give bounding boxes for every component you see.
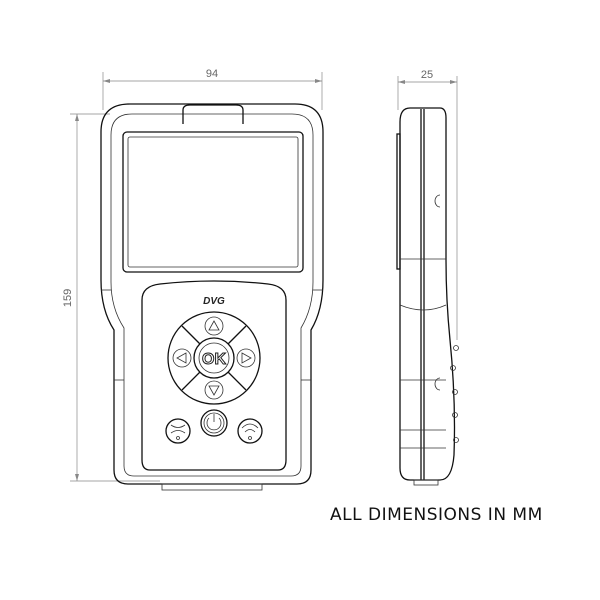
screen bbox=[122, 131, 304, 273]
depth-dimension: 25 bbox=[397, 69, 458, 340]
down-button bbox=[204, 380, 224, 400]
power-button[interactable] bbox=[200, 409, 228, 437]
height-value: 159 bbox=[62, 289, 74, 307]
height-dimension: 159 bbox=[62, 113, 160, 482]
power-icon bbox=[206, 417, 222, 431]
width-value: 94 bbox=[206, 68, 218, 80]
right-arrow-icon bbox=[241, 352, 252, 364]
keypad-panel bbox=[141, 280, 287, 471]
wifi-button[interactable] bbox=[237, 418, 263, 444]
left-button bbox=[172, 348, 192, 368]
logo: DVG bbox=[203, 296, 225, 307]
down-arrow-icon bbox=[208, 385, 220, 396]
wifi-icon bbox=[241, 423, 259, 433]
up-button bbox=[204, 316, 224, 336]
left-soft-button[interactable] bbox=[165, 418, 191, 444]
side-view bbox=[396, 107, 459, 486]
depth-value: 25 bbox=[421, 69, 433, 81]
front-view: DVG OK bbox=[100, 103, 324, 491]
top-clip bbox=[182, 104, 244, 124]
dpad[interactable]: OK bbox=[167, 311, 261, 405]
bottom-connector bbox=[161, 483, 263, 491]
width-dimension: 94 bbox=[102, 68, 323, 110]
left-arrow-icon bbox=[176, 352, 187, 364]
ok-button[interactable]: OK bbox=[202, 351, 227, 369]
dimensions-note: ALL DIMENSIONS IN MM bbox=[330, 505, 543, 525]
right-button bbox=[236, 348, 256, 368]
up-arrow-icon bbox=[208, 320, 220, 331]
